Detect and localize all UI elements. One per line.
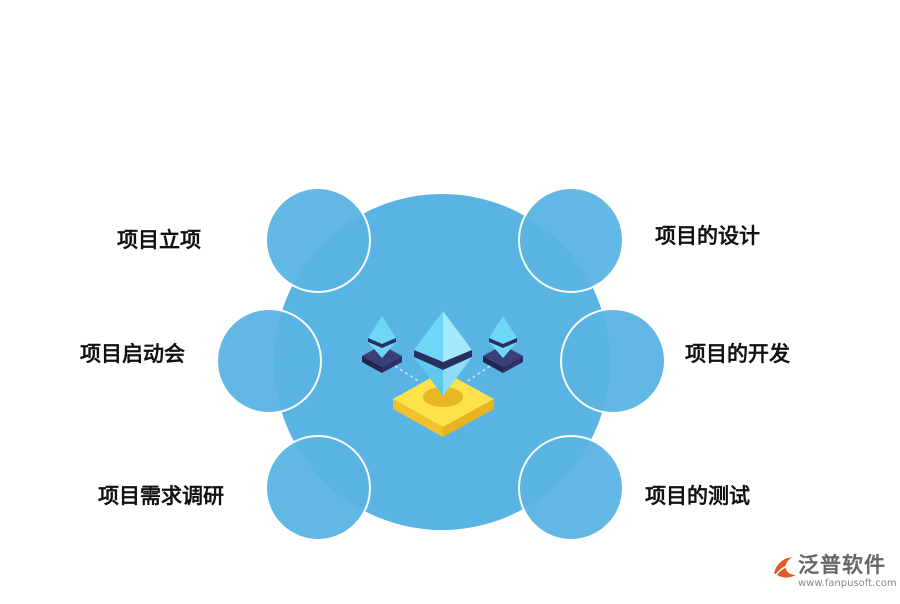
step-label-2: 项目启动会 [80,342,185,366]
left-base-side-left [362,356,382,373]
step-label-5: 项目的开发 [685,342,790,366]
left-crystal-lower [368,342,396,358]
step-circle-2 [216,308,322,414]
step-label-6: 项目的测试 [645,484,750,508]
platform-left-side [393,399,443,437]
step-circle-5 [560,308,666,414]
step-circle-4 [518,187,624,293]
right-crystal-lower [489,342,517,358]
platform-right-side [443,399,494,437]
main-crystal-band [414,350,472,370]
right-base-side-left [483,356,503,373]
left-base-side-right [382,356,402,373]
step-circle-6 [518,435,624,541]
connector-right [465,365,491,383]
connector-left [394,365,421,383]
logo-url: www.fanpusoft.com [798,578,897,589]
step-label-3: 项目需求调研 [98,484,224,508]
brand-logo: 泛普软件 www.fanpusoft.com [770,553,897,595]
step-circle-1 [265,187,371,293]
step-label-4: 项目的设计 [655,224,760,248]
left-crystal-upper [368,316,396,344]
main-crystal-left-face [414,311,443,362]
logo-name: 泛普软件 [798,553,886,577]
platform-shadow [423,387,463,407]
right-base-side-right [503,356,523,373]
right-crystal-band [489,338,517,348]
crystal-illustration [362,311,523,437]
left-crystal-band [368,338,396,348]
step-circle-3 [265,435,371,541]
main-crystal-lower-left [414,357,443,396]
logo-mark-icon [774,557,796,578]
step-label-1: 项目立项 [117,228,201,252]
main-crystal-right-face [443,311,472,362]
main-crystal-lower-right [443,357,472,396]
right-crystal-upper [489,316,517,344]
